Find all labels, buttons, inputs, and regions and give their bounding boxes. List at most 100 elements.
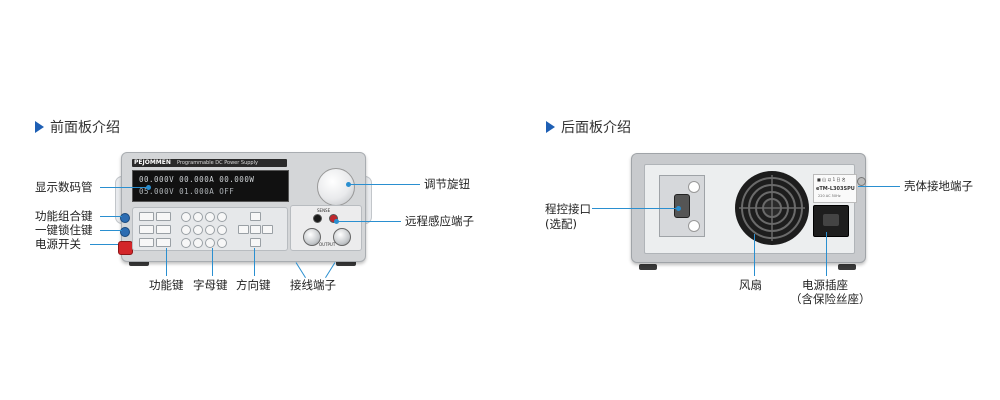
sticker-line-1: ■ 山 以 1 日 名 (817, 177, 846, 182)
program-port-plate (659, 175, 705, 237)
direction-keys-label: 方向键 (236, 278, 271, 292)
leader-line (100, 216, 122, 217)
sticker-line-3: 220 AC 50Hz (818, 194, 841, 198)
function-key[interactable] (156, 225, 171, 234)
lcd-row-1: 00.000V 00.000A 00.000W (139, 175, 255, 184)
sticker-model: eTM-L303SPU (816, 186, 855, 192)
letter-keys-label: 字母键 (193, 278, 228, 292)
screw-icon (688, 220, 700, 232)
function-key[interactable] (156, 212, 171, 221)
sense-label: SENSE (317, 208, 331, 213)
power-switch-label: 电源开关 (35, 237, 81, 251)
rear-panel-heading: 后面板介绍 (546, 117, 631, 137)
power-socket-note: （含保险丝座） (790, 292, 871, 306)
function-key[interactable] (156, 238, 171, 247)
output-positive-terminal[interactable] (333, 228, 351, 246)
keypad-panel (132, 207, 288, 251)
letter-key[interactable] (193, 212, 203, 222)
output-panel: SENSE OUTPUT (290, 205, 362, 251)
output-negative-terminal[interactable] (303, 228, 321, 246)
leader-line (592, 208, 678, 209)
lcd-row-2: 05.000V 01.000A OFF (139, 187, 235, 196)
leader-line (336, 221, 401, 222)
power-socket-label: 电源插座 (802, 278, 848, 292)
up-arrow-key[interactable] (250, 212, 261, 221)
down-arrow-key[interactable] (250, 238, 261, 247)
socket-pins-icon (823, 214, 839, 226)
right-arrow-key[interactable] (262, 225, 273, 234)
leader-line (90, 244, 118, 245)
leader-dot (346, 182, 351, 187)
letter-key[interactable] (205, 238, 215, 248)
power-switch-button[interactable] (118, 241, 133, 255)
triangle-bullet-icon (546, 121, 555, 133)
function-combo-label: 功能组合键 (35, 209, 93, 223)
model-text: Programmable DC Power Supply (177, 160, 258, 166)
letter-key[interactable] (193, 238, 203, 248)
display-label: 显示数码管 (35, 180, 93, 194)
lcd-display: 00.000V 00.000A 00.000W 05.000V 01.000A … (132, 170, 289, 202)
front-body: PEJOMMEN Programmable DC Power Supply 00… (118, 152, 366, 262)
program-port-note: (选配) (545, 217, 577, 231)
letter-key[interactable] (217, 238, 227, 248)
letter-key[interactable] (181, 212, 191, 222)
front-panel-device: PEJOMMEN Programmable DC Power Supply 00… (115, 148, 372, 266)
letter-key[interactable] (181, 225, 191, 235)
function-combo-button[interactable] (120, 213, 130, 223)
knob-label: 调节旋钮 (424, 177, 470, 191)
leader-line (212, 248, 213, 276)
device-foot (129, 260, 149, 266)
adjust-knob[interactable] (317, 168, 355, 206)
db9-connector-icon[interactable] (674, 194, 690, 218)
program-port-label: 程控接口 (545, 202, 591, 216)
left-arrow-key[interactable] (238, 225, 249, 234)
device-foot (336, 260, 356, 266)
sense-positive-terminal[interactable] (329, 214, 338, 223)
letter-key[interactable] (193, 225, 203, 235)
leader-line (254, 248, 255, 276)
leader-line (858, 186, 900, 187)
ground-terminal-label: 壳体接地端子 (904, 179, 973, 193)
front-panel-title: 前面板介绍 (50, 120, 120, 136)
triangle-bullet-icon (35, 121, 44, 133)
enter-key[interactable] (250, 225, 261, 234)
brand-logo: PEJOMMEN (134, 159, 171, 166)
rear-body: ■ 山 以 1 日 名 eTM-L303SPU 220 AC 50Hz (631, 153, 866, 263)
function-key[interactable] (139, 225, 154, 234)
rear-panel-device: ■ 山 以 1 日 名 eTM-L303SPU 220 AC 50Hz (625, 150, 870, 270)
leader-line (754, 234, 755, 276)
leader-dot (334, 219, 339, 224)
screw-icon (688, 181, 700, 193)
fan-grille-icon (735, 171, 809, 245)
letter-key[interactable] (181, 238, 191, 248)
output-label: OUTPUT (319, 242, 336, 247)
function-key[interactable] (139, 238, 154, 247)
sense-negative-terminal[interactable] (313, 214, 322, 223)
leader-line (100, 230, 122, 231)
function-keys-label: 功能键 (149, 278, 184, 292)
device-foot (639, 264, 657, 270)
leader-dot (676, 206, 681, 211)
rear-panel-title: 后面板介绍 (561, 120, 631, 136)
leader-line (348, 184, 420, 185)
device-foot (838, 264, 856, 270)
power-socket[interactable] (813, 205, 849, 237)
terminals-label: 接线端子 (290, 278, 336, 292)
leader-line (100, 187, 148, 188)
function-key[interactable] (139, 212, 154, 221)
lock-key-label: 一键锁住键 (35, 223, 93, 237)
letter-key[interactable] (205, 225, 215, 235)
brand-bar: PEJOMMEN Programmable DC Power Supply (132, 159, 287, 167)
leader-line (826, 232, 827, 276)
letter-key[interactable] (205, 212, 215, 222)
front-panel-heading: 前面板介绍 (35, 117, 120, 137)
letter-key[interactable] (217, 212, 227, 222)
lock-button[interactable] (120, 227, 130, 237)
leader-dot (146, 185, 151, 190)
rating-sticker: ■ 山 以 1 日 名 eTM-L303SPU 220 AC 50Hz (813, 174, 857, 203)
letter-key[interactable] (217, 225, 227, 235)
fan-label: 风扇 (739, 278, 762, 292)
leader-line (166, 248, 167, 276)
remote-sense-label: 远程感应端子 (405, 214, 474, 228)
ground-terminal[interactable] (857, 177, 866, 186)
